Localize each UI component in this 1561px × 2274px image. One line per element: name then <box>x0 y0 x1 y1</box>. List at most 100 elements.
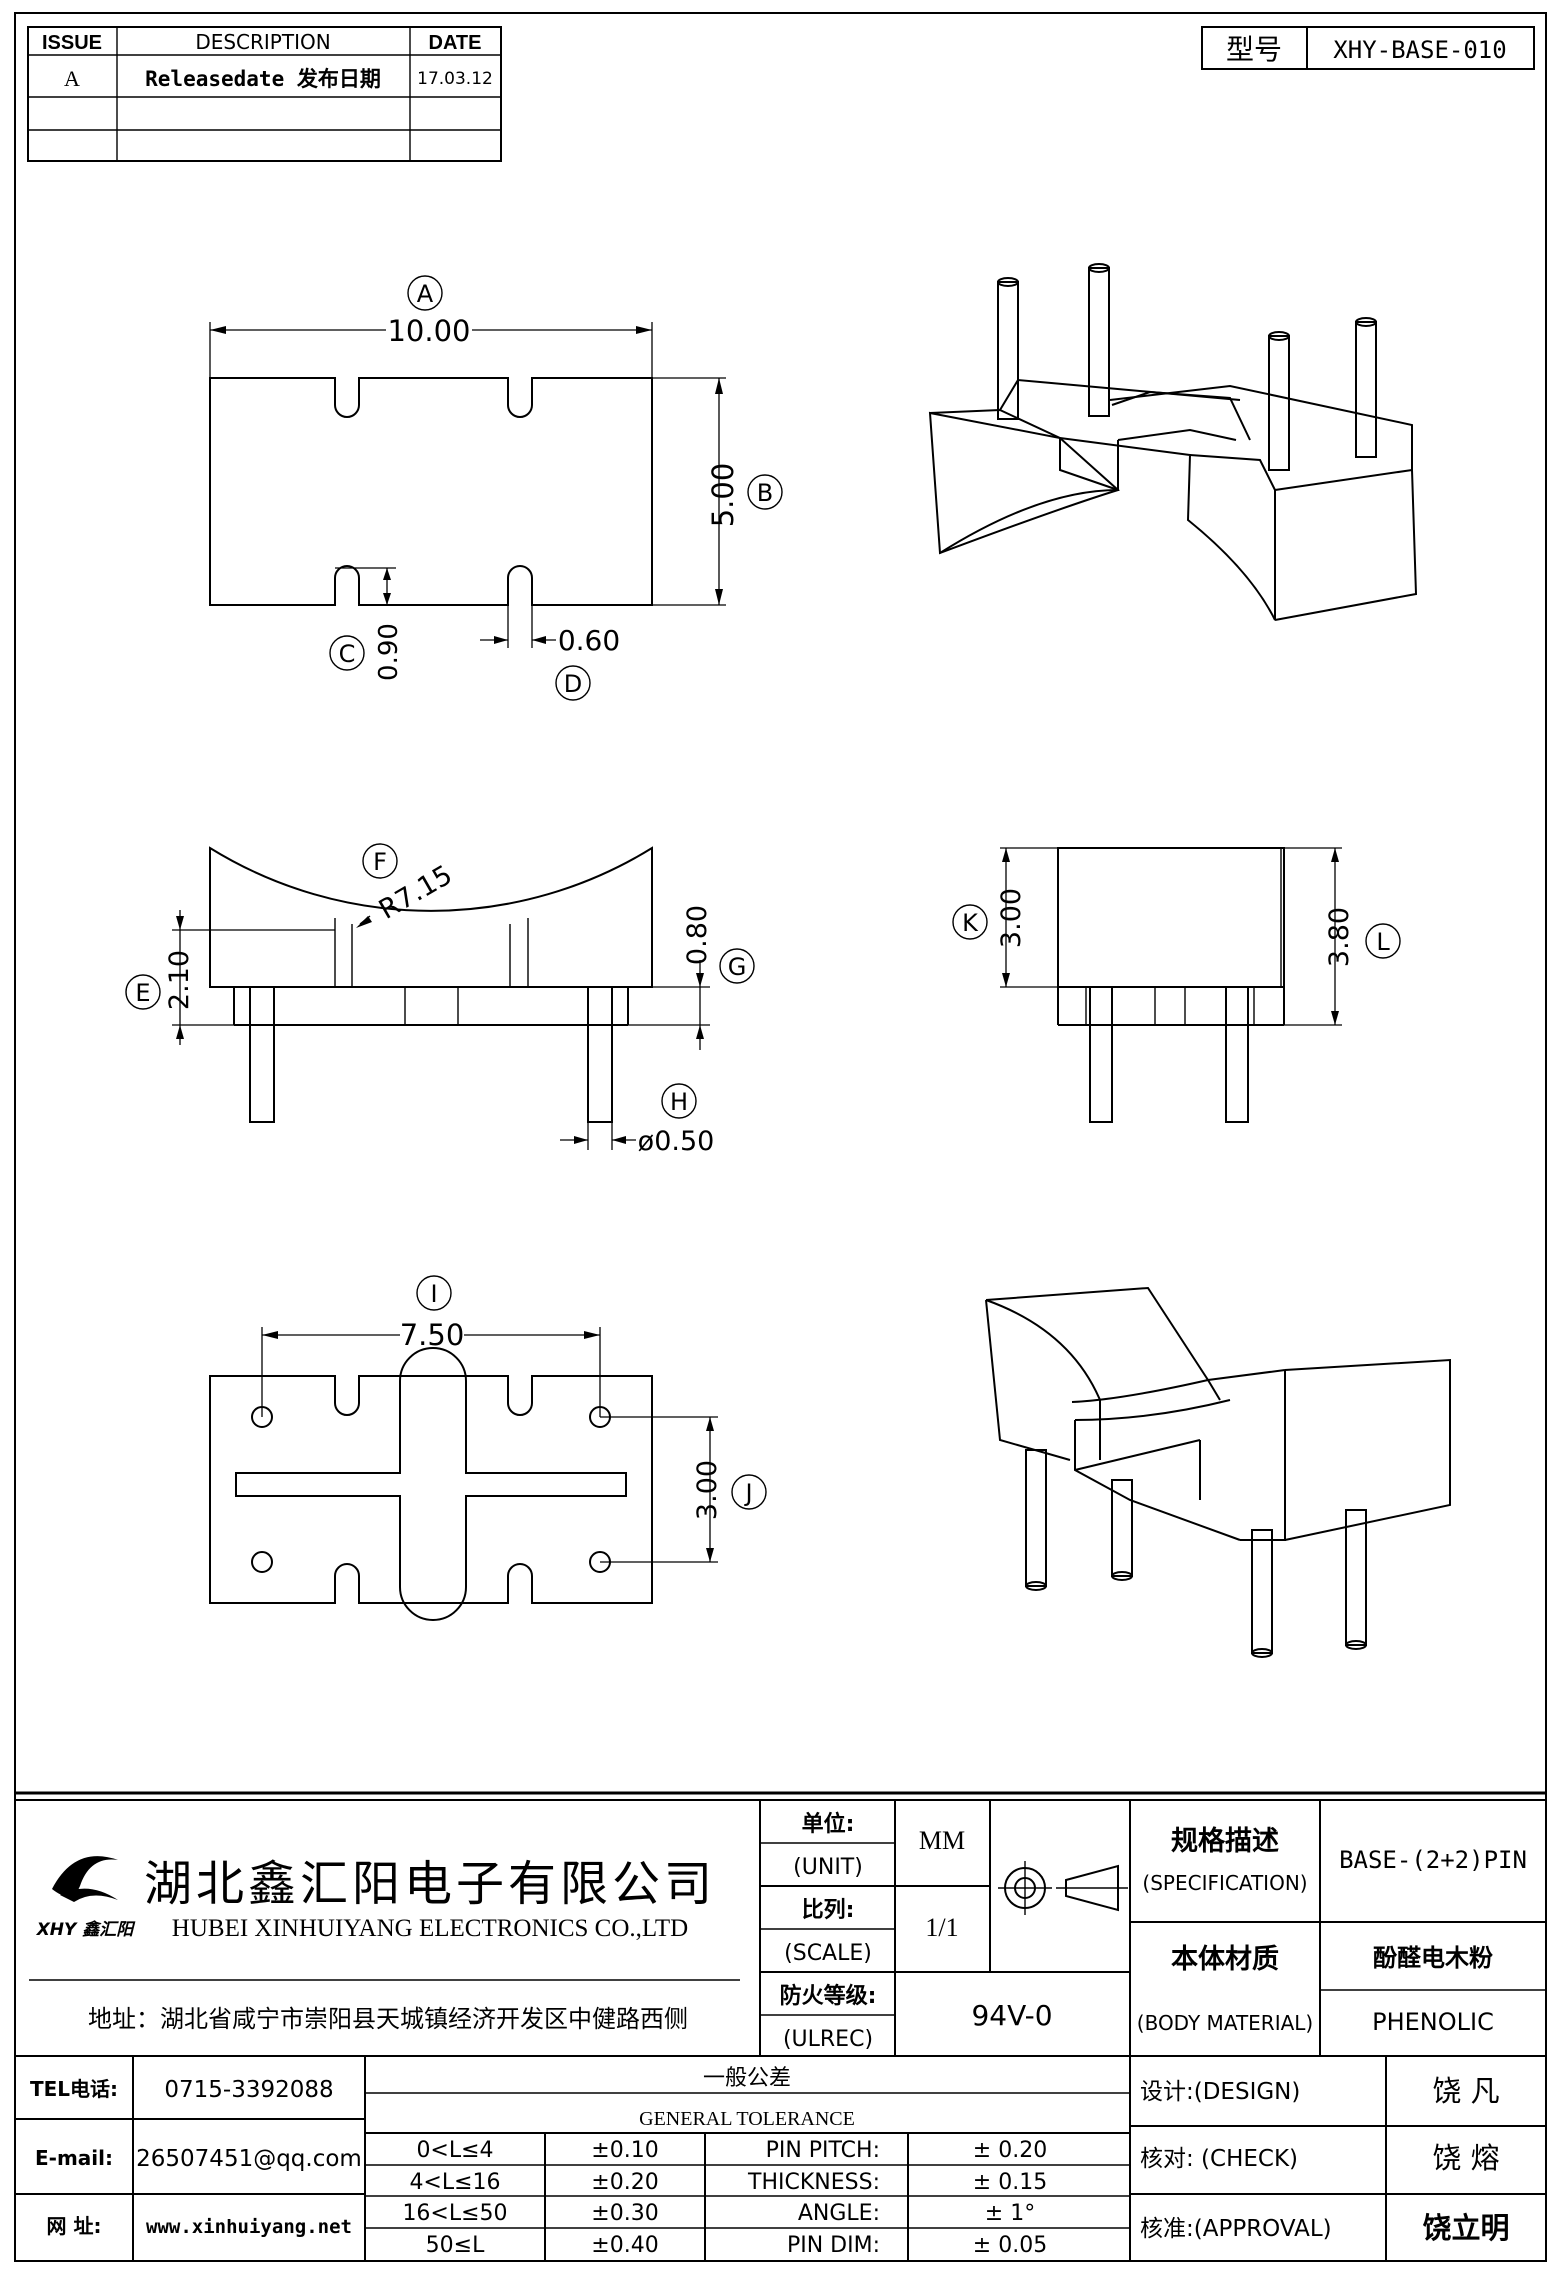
dim-D-letter: D <box>564 670 582 698</box>
dim-D-value: 0.60 <box>558 624 620 657</box>
web-value: www.xinhuiyang.net <box>146 2216 352 2238</box>
dim-L-value: 3.80 <box>1324 907 1355 967</box>
dim-A-balloon <box>407 275 443 311</box>
check-name: 饶 熔 <box>1432 2141 1499 2175</box>
material-value-en: PHENOLIC <box>1372 2008 1494 2036</box>
bottom-view: 7.50 I 3.00 J <box>209 1275 767 1621</box>
dim-E-value: 2.10 <box>164 950 195 1010</box>
dim-I-letter: I <box>430 1280 437 1308</box>
tel-value: 0715-3392088 <box>164 2077 333 2103</box>
front-view: 2.10 E R7.15 F 0.80 G ø0.50 H <box>125 843 755 1157</box>
dim-C-balloon <box>329 635 365 671</box>
top-view: 10.00 A 5.00 B 0.90 C 0.60 D <box>209 275 783 701</box>
dim-K-balloon <box>952 904 988 940</box>
dim-H-value: ø0.50 <box>638 1126 715 1157</box>
dim-E-balloon <box>125 974 161 1010</box>
design-label: 设计:(DESIGN) <box>1140 2079 1300 2105</box>
material-value-cn: 酚醛电木粉 <box>1373 1944 1493 1972</box>
scale-en: (SCALE) <box>784 1941 872 1966</box>
ulrec-value: 94V-0 <box>971 1999 1052 2032</box>
model-box: 型号 XHY-BASE-010 <box>1201 26 1535 70</box>
model-label: 型号 <box>1226 33 1282 66</box>
side-view: 3.00 K 3.80 L <box>952 847 1401 1123</box>
dim-K-value: 3.00 <box>996 888 1027 948</box>
dim-G-value: 0.80 <box>682 905 713 965</box>
dim-I-value: 7.50 <box>400 1318 465 1352</box>
design-name: 饶 凡 <box>1432 2074 1499 2108</box>
dim-B-balloon <box>747 474 783 510</box>
title-block: XHY 鑫汇阳 湖北鑫汇阳电子有限公司 HUBEI XINHUIYANG ELE… <box>14 1791 1547 2262</box>
model-value: XHY-BASE-010 <box>1333 36 1506 64</box>
material-en: (BODY MATERIAL) <box>1137 2011 1313 2035</box>
tolerance-range: 16<L≤50 <box>402 2201 507 2226</box>
approval-label: 核准:(APPROVAL) <box>1140 2216 1332 2242</box>
company-name-en: HUBEI XINHUIYANG ELECTRONICS CO.,LTD <box>172 1915 688 1942</box>
tolerance-item-value: ± 0.20 <box>973 2138 1047 2163</box>
spec-en: (SPECIFICATION) <box>1142 1871 1307 1895</box>
rev-row-date: 17.03.12 <box>417 69 493 89</box>
dim-C-letter: C <box>339 640 356 668</box>
spec-value: BASE-(2+2)PIN <box>1339 1846 1527 1874</box>
dim-H-letter: H <box>670 1088 688 1116</box>
dim-B-letter: B <box>757 479 773 507</box>
tolerance-value: ±0.10 <box>591 2138 658 2163</box>
unit-en: (UNIT) <box>793 1855 863 1880</box>
dim-F-letter: F <box>373 848 387 876</box>
dim-B-value: 5.00 <box>706 463 740 528</box>
company-address: 地址：湖北省咸宁市崇阳县天城镇经济开发区中健路西侧 <box>88 2005 688 2033</box>
dim-G-balloon <box>719 948 755 984</box>
dim-K-letter: K <box>962 909 979 937</box>
spec-cn: 规格描述 <box>1171 1826 1279 1857</box>
tolerance-range: 4<L≤16 <box>409 2170 500 2195</box>
tolerance-item: PIN PITCH: <box>766 2138 880 2163</box>
tolerance-item-value: ± 0.15 <box>973 2170 1047 2195</box>
tolerance-item-value: ± 1° <box>985 2201 1035 2226</box>
rev-header-description: DESCRIPTION <box>195 30 330 54</box>
rev-header-issue: ISSUE <box>42 32 102 54</box>
email-label: E-mail: <box>35 2146 113 2170</box>
tolerance-item: PIN DIM: <box>787 2233 880 2258</box>
approval-name: 饶立明 <box>1422 2211 1509 2245</box>
dim-D-balloon <box>555 665 591 701</box>
tolerance-range: 0<L≤4 <box>416 2138 493 2163</box>
dim-J-value: 3.00 <box>692 1460 723 1520</box>
company-logo: XHY 鑫汇阳 <box>36 1856 137 1940</box>
scale-value: 1/1 <box>925 1913 958 1942</box>
revision-table: ISSUE DESCRIPTION DATE A Releasedate 发布日… <box>27 26 502 162</box>
tolerance-title-cn: 一般公差 <box>703 2066 791 2091</box>
projection-symbol-icon <box>998 1861 1128 1915</box>
rev-row-issue: A <box>64 66 80 91</box>
check-label: 核对: (CHECK) <box>1140 2146 1298 2172</box>
dim-A-value: 10.00 <box>387 314 470 348</box>
material-cn: 本体材质 <box>1171 1944 1279 1975</box>
tolerance-item-value: ± 0.05 <box>973 2233 1047 2258</box>
tolerance-value: ±0.40 <box>591 2233 658 2258</box>
tel-label: TEL电话: <box>30 2077 118 2101</box>
ulrec-cn: 防火等级: <box>780 1983 877 2009</box>
dim-J-letter: J <box>743 1479 752 1507</box>
dim-J-balloon <box>731 1474 767 1510</box>
ulrec-en: (ULREC) <box>783 2027 873 2052</box>
dim-F-balloon <box>362 843 398 879</box>
dim-L-balloon <box>1365 923 1401 959</box>
company-name-cn: 湖北鑫汇阳电子有限公司 <box>144 1858 716 1911</box>
dim-C-value: 0.90 <box>374 623 404 681</box>
iso-view-bottom <box>985 1286 1451 1658</box>
tolerance-value: ±0.30 <box>591 2201 658 2226</box>
web-label: 网 址: <box>47 2214 102 2238</box>
scale-cn: 比列: <box>802 1898 855 1923</box>
tolerance-title-en: GENERAL TOLERANCE <box>639 2108 855 2130</box>
tolerance-value: ±0.20 <box>591 2170 658 2195</box>
unit-cn: 单位: <box>802 1811 855 1837</box>
dim-H-balloon <box>661 1083 697 1119</box>
dim-A-letter: A <box>417 280 434 308</box>
dim-E-letter: E <box>135 979 150 1007</box>
logo-text: XHY 鑫汇阳 <box>36 1920 137 1940</box>
rev-row-description: Releasedate 发布日期 <box>145 67 381 91</box>
email-value: 26507451@qq.com <box>136 2146 362 2172</box>
tolerance-range: 50≤L <box>426 2233 485 2258</box>
dim-L-letter: L <box>1376 928 1390 956</box>
dim-I-balloon <box>416 1275 452 1311</box>
